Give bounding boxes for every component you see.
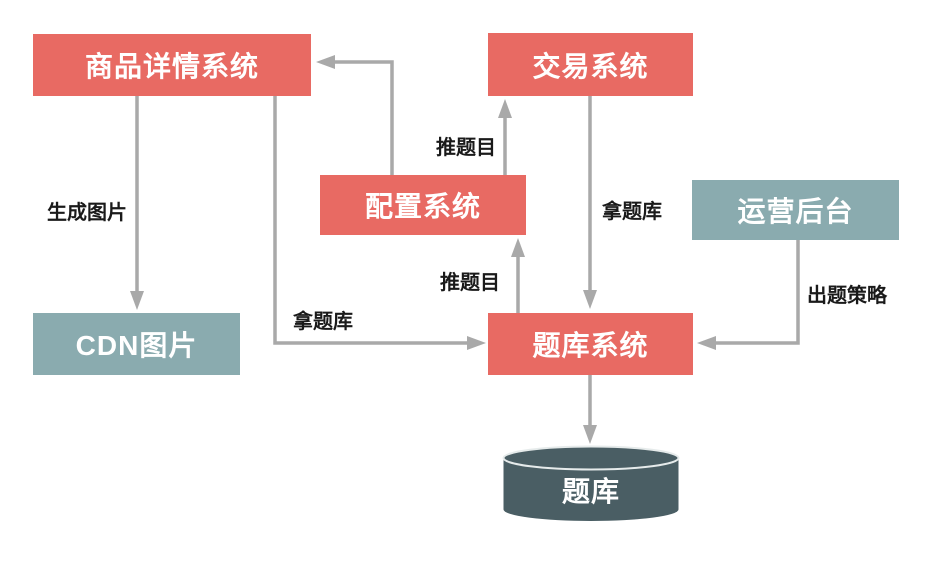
arrow-ops-to-question-bank-system [697,240,800,350]
node-product-detail-system: 商品详情系统 [33,34,311,96]
arrow-question-bank-system-to-config [511,238,525,313]
node-ops-admin: 运营后台 [692,180,899,240]
arrow-trade-to-question-bank-system [583,96,597,309]
node-question-bank-system-label: 题库系统 [532,330,649,361]
arrow-product-to-question-bank-system [273,96,486,350]
edge-label-question-strategy: 出题策略 [807,285,887,307]
node-cdn-image-label: CDN图片 [75,330,198,361]
edge-label-generate-image: 生成图片 [47,202,127,224]
node-cdn-image: CDN图片 [33,313,240,375]
node-config-system-label: 配置系统 [364,191,481,222]
node-question-bank-db: 题库 [502,445,680,523]
node-trade-system: 交易系统 [488,33,693,96]
edge-label-push-question-top: 推题目 [436,137,496,159]
node-config-system: 配置系统 [320,175,526,235]
node-ops-admin-label: 运营后台 [737,196,854,227]
edge-label-get-question-bank-right: 拿题库 [602,201,662,223]
edge-label-get-question-bank-left: 拿题库 [293,311,353,333]
database-cylinder-icon [502,445,680,521]
node-product-detail-system-label: 商品详情系统 [84,51,259,82]
edge-label-push-question-mid: 推题目 [440,272,500,294]
node-question-bank-db-label: 题库 [561,476,620,507]
arrow-config-to-product [316,55,394,176]
node-question-bank-system: 题库系统 [488,313,693,375]
node-trade-system-label: 交易系统 [532,50,649,82]
arrow-product-to-cdn [130,96,144,310]
arrow-config-to-trade [498,99,512,176]
arrow-question-bank-system-to-db [583,375,597,444]
